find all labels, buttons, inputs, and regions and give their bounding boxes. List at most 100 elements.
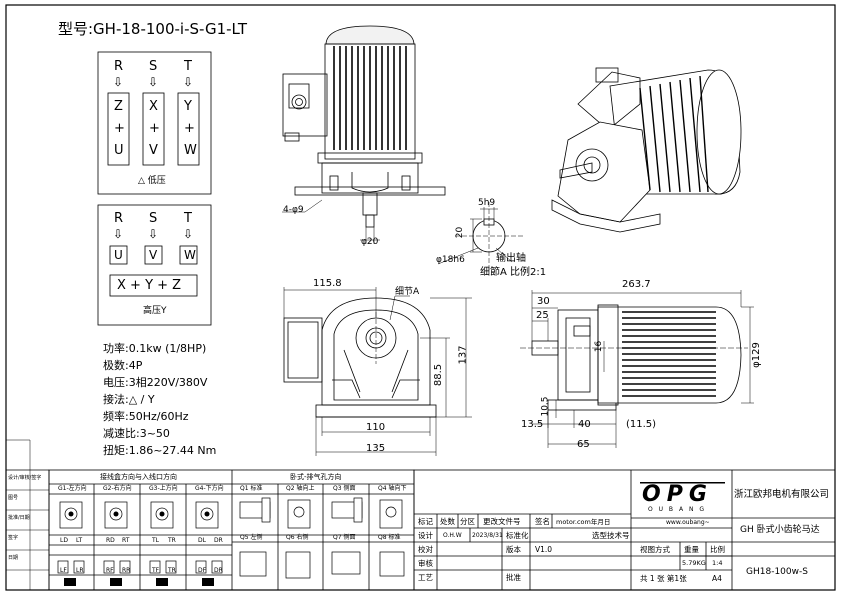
tb-standardize: 标准化 [506, 531, 529, 540]
drawing-number: GH18-100w-S [746, 567, 808, 577]
spec-torque: 扭矩:1.86~27.44 Nm [103, 444, 217, 457]
hv-arrow-icon: ⇩ [113, 227, 124, 241]
dim-11-5: (11.5) [626, 419, 657, 430]
detail-a-label: 细節A 比例2:1 [480, 267, 547, 278]
dim-40: 40 [578, 419, 591, 430]
box-code: RR [122, 567, 131, 574]
tb-scale-label: 比例 [710, 545, 725, 554]
dim-65: 65 [577, 439, 590, 450]
pos-header-q4: Q4 轴向下 [378, 485, 407, 492]
side-label: 批准/日期 [8, 515, 30, 521]
pos-header-q7: Q7 侧面 [333, 534, 356, 541]
tb-stage-label: 选型技术号 [592, 531, 630, 540]
tb-mark: 标记 [418, 517, 433, 526]
hv-terminal-v: V [149, 248, 158, 262]
pos-header-q8: Q8 标准 [378, 534, 401, 541]
box-code: TR [168, 537, 176, 544]
tb-paper: A4 [712, 574, 722, 583]
tb-weight-label: 重量 [684, 545, 699, 554]
lv-phase-r: R [114, 59, 124, 74]
dim-13-5: 13.5 [521, 419, 544, 430]
lv-col3-mid: + [184, 121, 195, 136]
tb-check: 校对 [418, 545, 433, 554]
lv-col3-top: Y [184, 99, 192, 114]
detail-a-tag: 细节A [395, 287, 420, 297]
lv-col1-bot: U [114, 143, 124, 158]
dim-88-5: 88.5 [433, 363, 445, 387]
hv-terminal-u: U [114, 248, 123, 262]
lv-col1-top: Z [114, 99, 123, 114]
spec-power: 功率:0.1kw (1/8HP) [103, 342, 207, 355]
dim-110: 110 [366, 422, 386, 433]
brand-sub: O U B A N G [648, 506, 707, 513]
side-label: 签字 [8, 535, 19, 541]
box-code: LF [60, 567, 67, 574]
dim-263-7: 263.7 [622, 279, 651, 290]
pos-header-q5: Q5 左侧 [240, 534, 263, 541]
company-name: 浙江欧邦电机有限公司 [734, 489, 830, 500]
hv-phase-r: R [114, 211, 124, 226]
lv-phase-t: T [184, 59, 192, 74]
lv-phase-s: S [149, 59, 158, 74]
lv-col1-mid: + [114, 121, 125, 136]
dim-shaft-18h6: φ18h6 [436, 255, 465, 265]
hv-phase-s: S [149, 211, 158, 226]
box-code: LD [60, 537, 68, 544]
box-code: DR [214, 537, 223, 544]
position-title: 卧式-排气孔方向 [290, 473, 342, 481]
lv-col2-bot: V [149, 143, 158, 158]
dim-holes: 4-φ9 [283, 205, 304, 215]
box-code: RD [106, 537, 115, 544]
spec-poles: 极数:4P [103, 359, 143, 372]
box-code: LT [76, 537, 83, 544]
dim-key-20: 20 [455, 226, 466, 239]
tb-sign: 签名 [535, 517, 550, 526]
brand-website: www.oubang~ [666, 519, 710, 526]
tb-count: 处数 [440, 517, 455, 526]
box-code: DL [198, 537, 206, 544]
spec-voltage: 电压:3相220V/380V [103, 376, 208, 389]
dim-115-8: 115.8 [313, 278, 342, 289]
tb-date-header: motor.com年月日 [556, 518, 611, 526]
tb-craft: 工艺 [418, 573, 433, 582]
dim-16: 16 [594, 340, 605, 353]
box-code: DF [198, 567, 207, 574]
tb-review: 审核 [418, 559, 433, 568]
pos-header-q3: Q3 侧面 [333, 485, 356, 492]
spec-connection: 接法:△ / Y [103, 393, 155, 406]
box-code: LR [76, 567, 84, 574]
hv-arrow-icon: ⇩ [148, 227, 159, 241]
tb-design-label: 设计 [418, 531, 433, 540]
tb-version-label: 版本 [506, 545, 521, 554]
box-code: TR [168, 567, 176, 574]
hv-caption: 高压Y [143, 306, 167, 316]
lv-caption: △ 低压 [138, 176, 166, 186]
dim-30: 30 [537, 296, 550, 307]
tb-design-date: 2023/8/31 [472, 532, 503, 539]
tb-scale: 1:4 [712, 559, 723, 567]
lv-arrow-icon: ⇩ [183, 75, 194, 89]
spec-ratio: 减速比:3~50 [103, 427, 170, 440]
hv-phase-t: T [184, 211, 192, 226]
box-header-g2: G2-右方向 [103, 485, 132, 492]
brand-logo: OPG [642, 482, 713, 507]
side-label: 设计/审核/签字 [8, 475, 42, 481]
dim-25: 25 [536, 310, 549, 321]
lv-col2-mid: + [149, 121, 160, 136]
box-code: DR [214, 567, 223, 574]
tb-sheets: 共 1 张 第1张 [640, 574, 687, 583]
product-name: GH 卧式小齿轮马达 [740, 525, 820, 535]
dim-key-5h9: 5h9 [478, 198, 496, 208]
tb-designer: O.H.W [443, 532, 462, 539]
pos-header-q1: Q1 标准 [240, 485, 263, 492]
box-code: TF [152, 567, 160, 574]
spec-frequency: 频率:50Hz/60Hz [103, 410, 189, 423]
side-label: 日期 [8, 555, 19, 561]
tb-change-doc: 更改文件号 [483, 517, 521, 526]
box-header-g1: G1-左方向 [58, 485, 87, 492]
box-code: RF [106, 567, 114, 574]
hv-star-connection: X + Y + Z [117, 278, 182, 293]
dim-129: φ129 [750, 342, 762, 368]
